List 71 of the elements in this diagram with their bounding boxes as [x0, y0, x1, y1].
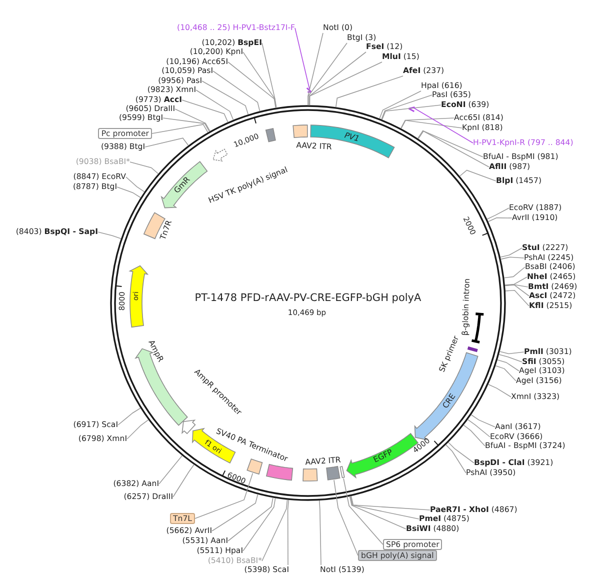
leader-line [467, 419, 490, 438]
leader-line [126, 176, 145, 192]
leader-line [500, 248, 522, 258]
leader-line [349, 496, 406, 530]
leader-line [162, 118, 210, 132]
leader-line [448, 442, 474, 464]
leader-line [118, 408, 141, 426]
leader-line [463, 424, 486, 446]
leader-line [212, 70, 260, 112]
leader-line [400, 120, 462, 129]
feature-mark [340, 466, 345, 478]
leader-line [334, 480, 358, 556]
leader-line [459, 170, 496, 182]
leader-line [262, 499, 288, 562]
leader-line [308, 42, 348, 106]
leader-line [262, 42, 277, 108]
leader-line [335, 76, 404, 108]
leader-line [400, 118, 454, 129]
leader-line [499, 351, 524, 354]
leader-line [98, 232, 122, 239]
leader-line [350, 496, 420, 520]
leader-line [470, 414, 496, 428]
leader-line [294, 28, 310, 90]
leader-line [418, 130, 490, 168]
leader-line [228, 497, 274, 542]
leader-line [504, 284, 530, 296]
leader-line [287, 499, 290, 566]
leader-line [504, 266, 526, 278]
leader-line [446, 444, 466, 474]
leader-line [130, 162, 159, 174]
leader-line [382, 104, 442, 120]
leader-line [412, 106, 474, 144]
feature-block [265, 128, 276, 142]
leader-line [152, 124, 208, 134]
leader-line [196, 90, 234, 120]
leader-line [242, 52, 277, 108]
leader-line [144, 138, 189, 148]
leader-line [488, 217, 512, 222]
leader-line [309, 62, 382, 106]
leader-line [500, 256, 524, 260]
leader-line [350, 496, 430, 510]
leader-line [308, 52, 366, 106]
leader-line [202, 80, 249, 115]
leader-line [504, 284, 528, 288]
leader-line [172, 464, 194, 498]
primer-mark [306, 87, 312, 93]
feature-block [326, 466, 340, 480]
leader-line [212, 494, 258, 532]
leader-line [194, 472, 254, 519]
leader-line [228, 62, 276, 108]
leader-line [126, 419, 149, 440]
leader-line [182, 100, 228, 123]
leader-line [379, 90, 422, 119]
leader-line [505, 290, 530, 306]
leader-line [308, 32, 324, 106]
leader-line [174, 108, 210, 132]
leader-line [343, 478, 384, 545]
map-title: PT-1478 PFD-rAAV-PV-CRE-EGFP-bGH polyA [194, 292, 422, 304]
primer-mark [408, 106, 416, 112]
leader-line [486, 208, 510, 220]
leader-line [116, 186, 142, 198]
leader-line [504, 276, 528, 286]
leader-line [417, 130, 484, 158]
leader-line [319, 500, 322, 566]
leader-line [381, 94, 432, 120]
leader-line [158, 455, 183, 484]
leader-line [242, 498, 276, 552]
leader-line [488, 384, 512, 398]
leader-line [495, 365, 516, 382]
leader-line [497, 359, 520, 372]
leader-line [498, 354, 522, 362]
